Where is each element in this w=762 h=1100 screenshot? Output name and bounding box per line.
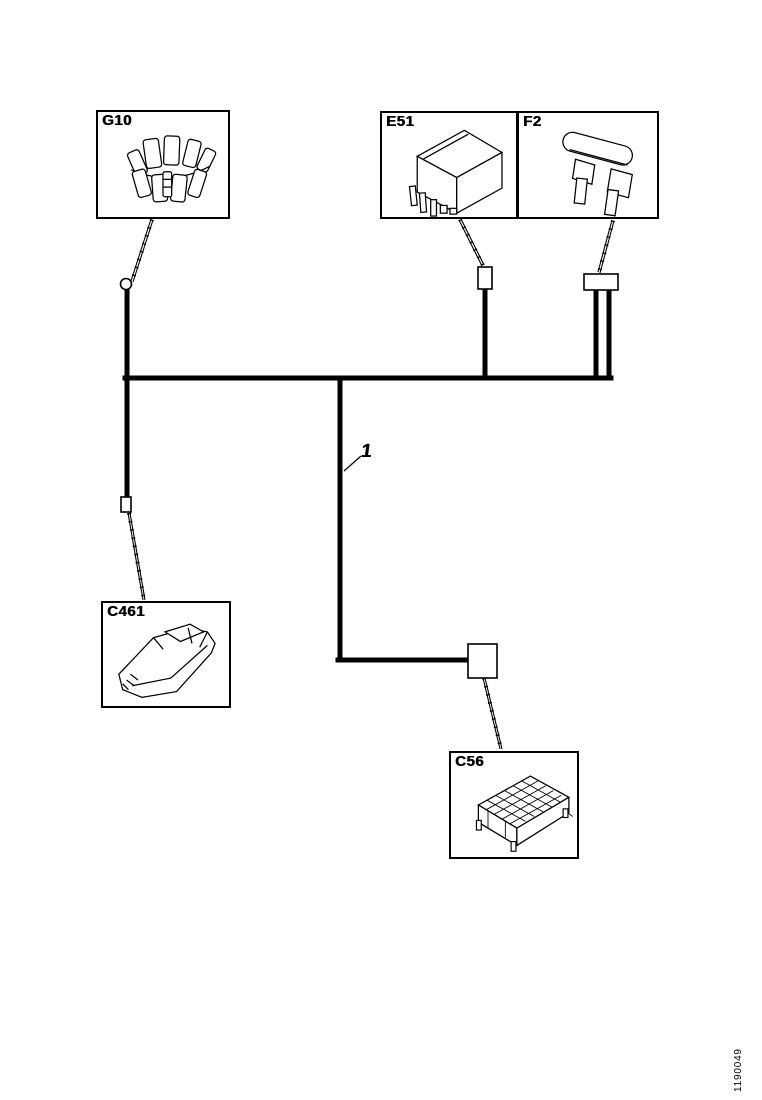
harness-thick-wires <box>122 286 614 663</box>
relay-module-illustration <box>408 129 504 217</box>
component-label-f2: F2 <box>523 113 542 130</box>
ground-terminal-cluster-illustration <box>126 135 217 203</box>
lead-e51 <box>458 218 485 267</box>
component-label-g10: G10 <box>102 112 132 129</box>
c56-connector-symbol <box>467 643 498 679</box>
lead-c461 <box>127 512 146 601</box>
c461-connector-symbol <box>120 496 132 513</box>
e51-connector-symbol <box>477 266 493 290</box>
connector-symbols <box>119 266 619 679</box>
component-label-e51: E51 <box>386 113 415 130</box>
component-label-c56: C56 <box>455 753 485 770</box>
lead-f2 <box>597 219 615 274</box>
multi-pin-connector-illustration <box>475 775 574 852</box>
blade-fuse-illustration <box>562 131 634 217</box>
wire-branch-to-c56 <box>335 375 471 663</box>
drawing-number: 1190049 <box>733 1048 744 1092</box>
component-box-c461: C461 <box>101 601 231 708</box>
lead-c56 <box>482 677 503 750</box>
component-box-e51: E51 <box>380 111 518 219</box>
hatched-leads <box>127 218 615 750</box>
component-box-g10: G10 <box>96 110 230 219</box>
component-label-c461: C461 <box>107 603 145 620</box>
component-box-f2: F2 <box>517 111 659 219</box>
f2-connector-symbol <box>583 273 619 291</box>
wire-label-leader <box>343 455 362 472</box>
component-box-c56: C56 <box>449 751 579 859</box>
lead-g10 <box>130 218 154 283</box>
inline-connector-illustration <box>118 623 216 698</box>
g10-ring-terminal-symbol <box>119 277 133 291</box>
